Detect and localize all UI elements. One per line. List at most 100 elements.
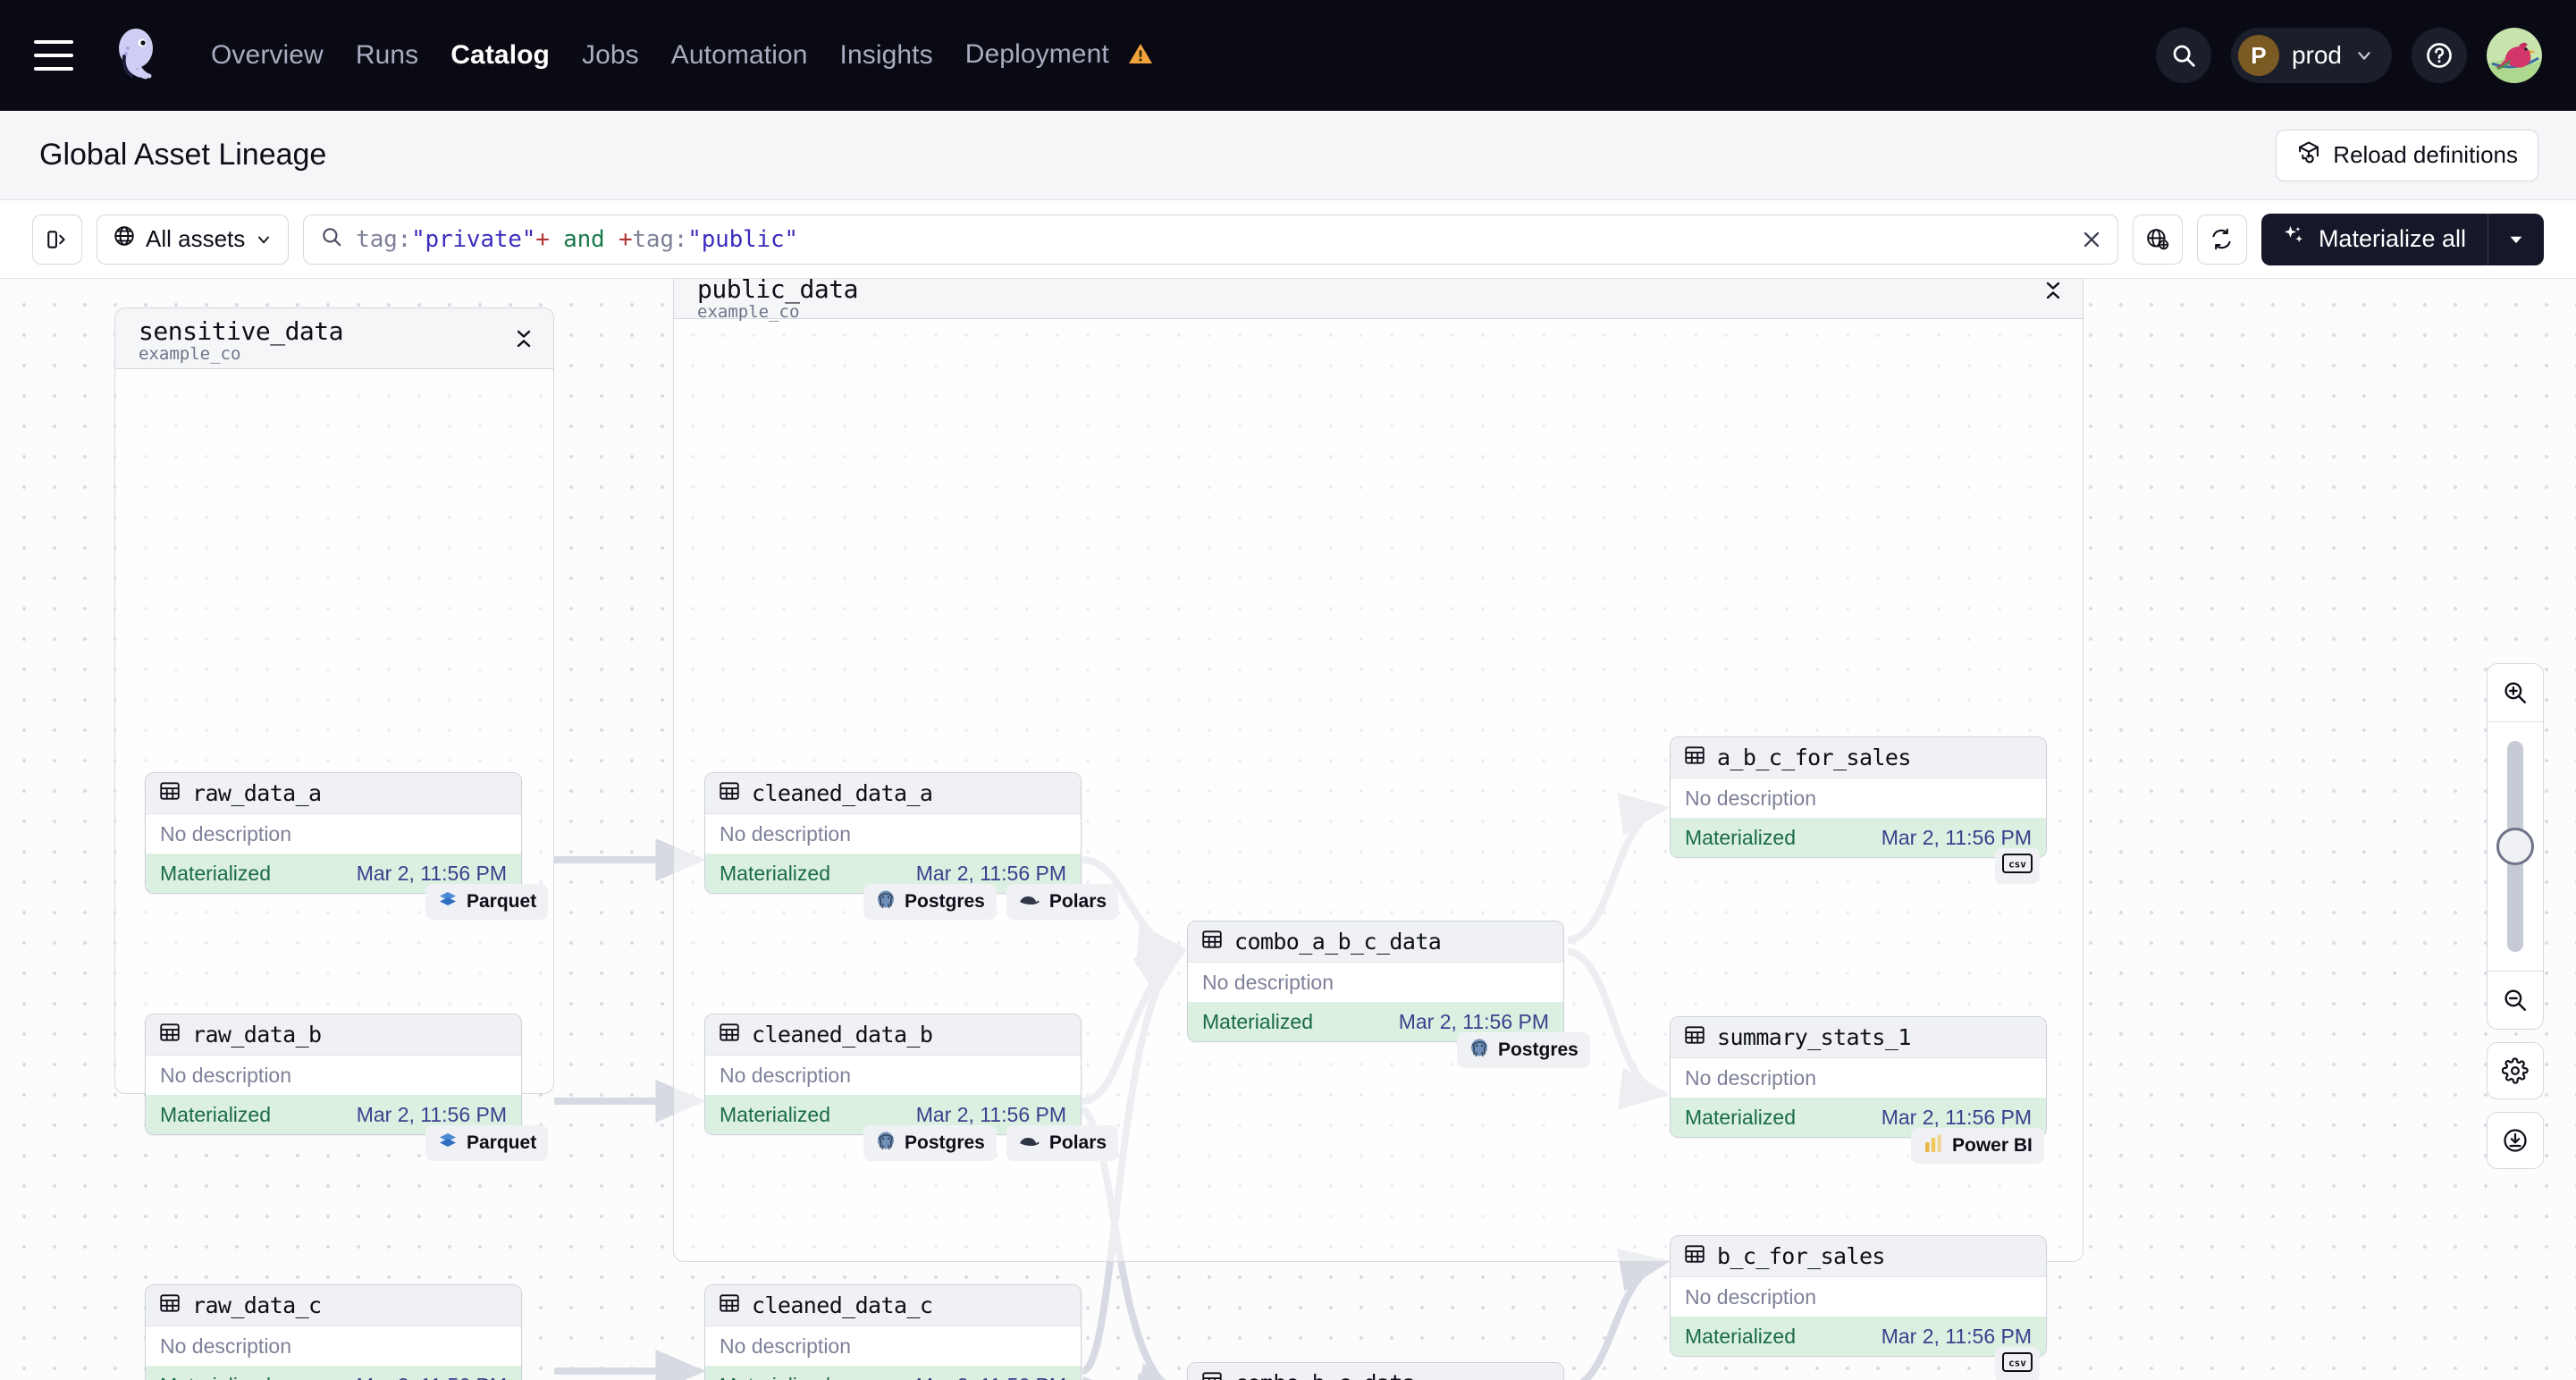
collapse-icon[interactable] [2043, 280, 2063, 306]
asset-node[interactable]: combo_a_b_c_data No description Material… [1187, 921, 1564, 1042]
asset-node-header[interactable]: combo_a_b_c_data [1188, 921, 1563, 963]
nav-item-deployment-label: Deployment [964, 38, 1109, 69]
sidebar-toggle-icon[interactable] [32, 214, 82, 265]
badge-power-bi[interactable]: Power BI [1911, 1128, 2044, 1164]
asset-node[interactable]: raw_data_c No description Materialized M… [145, 1284, 522, 1380]
asset-node-header[interactable]: cleaned_data_c [705, 1285, 1081, 1326]
asset-group-code-location: example_co [139, 344, 241, 364]
search-icon[interactable] [2155, 28, 2211, 83]
asset-node[interactable]: raw_data_b No description Materialized M… [145, 1014, 522, 1135]
nav-item-jobs[interactable]: Jobs [581, 40, 639, 70]
nav-item-automation[interactable]: Automation [670, 40, 808, 70]
hamburger-icon[interactable] [34, 40, 73, 71]
asset-node[interactable]: b_c_for_sales No description Materialize… [1670, 1235, 2047, 1357]
lineage-search-box[interactable]: tag:"private"+ and +tag:"public" [303, 214, 2118, 265]
badge-postgres[interactable]: Postgres [863, 1125, 997, 1161]
asset-node-header[interactable]: cleaned_data_b [705, 1014, 1081, 1056]
nav-item-runs[interactable]: Runs [355, 40, 419, 70]
zoom-slider[interactable] [2488, 721, 2543, 972]
badge-polars[interactable]: Polars [1006, 1125, 1119, 1161]
csv-icon: csv [2002, 854, 2033, 879]
gear-icon[interactable] [2487, 1042, 2544, 1099]
globe-plus-icon[interactable] [2132, 214, 2183, 265]
asset-node[interactable]: cleaned_data_b No description Materializ… [704, 1014, 1082, 1135]
badge-postgres[interactable]: Postgres [1457, 1032, 1590, 1068]
table-icon [1683, 744, 1706, 771]
status-badge: Materialized [720, 1102, 830, 1126]
table-icon [158, 1292, 181, 1319]
page-header: Global Asset Lineage Reload definitions [0, 111, 2576, 200]
asset-node-badges: Parquet [425, 1125, 549, 1161]
asset-node[interactable]: a_b_c_for_sales No description Materiali… [1670, 736, 2047, 858]
reload-definitions-button[interactable]: Reload definitions [2276, 129, 2538, 181]
reload-definitions-label: Reload definitions [2333, 141, 2518, 168]
asset-node[interactable]: raw_data_a No description Materialized M… [145, 772, 522, 894]
main-nav-links: Overview Runs Catalog Jobs Automation In… [211, 39, 1153, 72]
asset-node[interactable]: cleaned_data_c No description Materializ… [704, 1284, 1082, 1380]
table-icon [1200, 928, 1224, 955]
zoom-slider-stack[interactable] [2487, 663, 2544, 1030]
materialize-all-button[interactable]: Materialize all [2260, 213, 2544, 265]
refresh-icon[interactable] [2196, 214, 2247, 265]
table-icon [718, 1292, 741, 1319]
asset-node-name: cleaned_data_c [752, 1292, 933, 1318]
asset-node-header[interactable]: raw_data_a [146, 773, 521, 814]
asset-node-description: No description [720, 821, 852, 846]
nav-item-insights[interactable]: Insights [839, 40, 933, 70]
badge-label: Polars [1048, 891, 1107, 912]
badge-csv[interactable]: csv [1995, 1347, 2040, 1380]
badge-csv[interactable]: csv [1995, 848, 2040, 884]
zoom-slider-thumb[interactable] [2496, 828, 2534, 865]
package-reload-icon [2296, 139, 2321, 171]
zoom-out-icon[interactable] [2488, 972, 2543, 1029]
org-switcher[interactable]: P prod [2230, 28, 2392, 83]
table-icon [1683, 1023, 1706, 1051]
badge-postgres[interactable]: Postgres [863, 884, 997, 920]
zoom-in-icon[interactable] [2488, 664, 2543, 721]
asset-node[interactable]: combo_b_c_data No description Materializ… [1187, 1362, 1564, 1380]
asset-node-header[interactable]: raw_data_b [146, 1014, 521, 1056]
asset-node-header[interactable]: a_b_c_for_sales [1671, 737, 2046, 778]
asset-lineage-canvas[interactable]: sensitive_data example_co public_data ex… [0, 279, 2576, 1380]
asset-node-header[interactable]: summary_stats_1 [1671, 1017, 2046, 1058]
asset-group-code-location: example_co [697, 302, 800, 322]
polars-icon [1018, 1132, 1041, 1155]
badge-parquet[interactable]: Parquet [425, 1125, 549, 1161]
asset-node-description: No description [720, 1063, 852, 1087]
asset-node[interactable]: cleaned_data_a No description Materializ… [704, 772, 1082, 894]
nav-item-deployment[interactable]: Deployment [965, 39, 1154, 72]
materialize-all-main[interactable]: Materialize all [2261, 223, 2488, 255]
asset-group-header[interactable]: public_data example_co [674, 279, 2083, 322]
asset-node-name: a_b_c_for_sales [1717, 745, 1911, 770]
zoom-controls [2487, 663, 2544, 1169]
asset-node-name: raw_data_a [192, 780, 322, 806]
status-timestamp: Mar 2, 11:56 PM [1881, 825, 2032, 849]
help-icon[interactable] [2412, 28, 2467, 83]
asset-group-sensitive-data[interactable]: sensitive_data example_co [114, 307, 554, 1094]
table-icon [158, 779, 181, 807]
nav-item-catalog[interactable]: Catalog [450, 40, 550, 70]
asset-node-description: No description [160, 1334, 292, 1358]
postgres-icon [1469, 1037, 1490, 1064]
collapse-icon[interactable] [514, 328, 534, 354]
asset-node-badges: Power BI [1911, 1128, 2044, 1164]
asset-node-header[interactable]: cleaned_data_a [705, 773, 1081, 814]
download-circle-icon[interactable] [2487, 1112, 2544, 1169]
badge-polars[interactable]: Polars [1006, 884, 1119, 920]
search-input[interactable]: tag:"private"+ and +tag:"public" [356, 225, 798, 253]
asset-group-name: sensitive_data [139, 316, 344, 346]
clear-search-icon[interactable] [2080, 228, 2103, 251]
asset-node-header[interactable]: b_c_for_sales [1671, 1236, 2046, 1277]
materialize-dropdown-caret[interactable] [2488, 230, 2544, 249]
badge-parquet[interactable]: Parquet [425, 884, 549, 920]
nav-item-overview[interactable]: Overview [211, 40, 324, 70]
dagster-logo[interactable] [105, 25, 166, 86]
asset-node[interactable]: summary_stats_1 No description Materiali… [1670, 1016, 2047, 1138]
asset-scope-filter[interactable]: All assets [97, 214, 290, 265]
asset-group-header[interactable]: sensitive_data example_co [115, 308, 553, 369]
sparkles-icon [2281, 223, 2306, 255]
asset-node-name: cleaned_data_b [752, 1022, 933, 1048]
asset-node-header[interactable]: combo_b_c_data [1188, 1363, 1563, 1380]
user-avatar[interactable] [2487, 28, 2542, 83]
asset-node-header[interactable]: raw_data_c [146, 1285, 521, 1326]
